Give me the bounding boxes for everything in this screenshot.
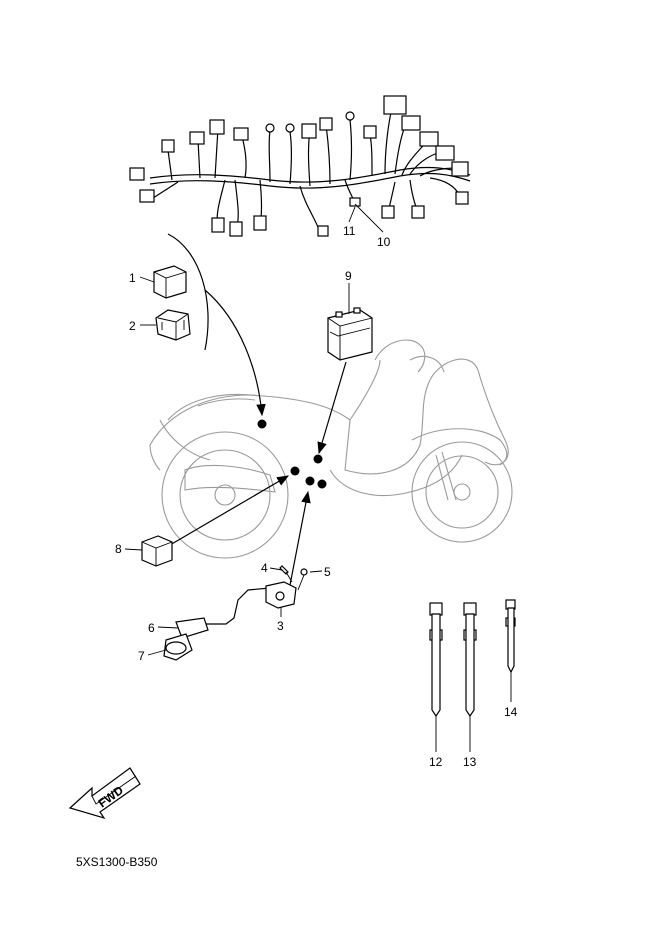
cable-tie-13 (463, 602, 477, 718)
callout-13: 13 (463, 755, 477, 769)
callout-10: 10 (377, 235, 391, 249)
callout-11: 11 (343, 224, 356, 238)
location-arrows (167, 233, 347, 586)
callout-2: 2 (129, 319, 136, 333)
scooter-outline (149, 339, 513, 559)
screw-part (297, 568, 308, 591)
callout-6: 6 (148, 621, 155, 635)
callout-8: 8 (115, 542, 122, 556)
wire-harness (129, 95, 471, 237)
callout-3: 3 (277, 619, 284, 633)
leader-lines (124, 203, 512, 752)
cable-tie-14 (505, 599, 516, 674)
callout-12: 12 (429, 755, 443, 769)
fwd-arrow: FWD (68, 767, 141, 820)
relay-holder-part (155, 309, 191, 341)
callout-4: 4 (261, 561, 268, 575)
ignition-coil-part (163, 581, 297, 661)
callout-7: 7 (138, 649, 145, 663)
battery-part (327, 307, 373, 361)
relay-part (153, 265, 187, 299)
callout-14: 14 (504, 705, 518, 719)
regulator-part (141, 535, 173, 567)
cable-tie-12 (429, 602, 443, 718)
drawing-code: 5XS1300-B350 (76, 855, 158, 869)
callout-1: 1 (129, 271, 136, 285)
callout-5: 5 (324, 565, 331, 579)
callout-9: 9 (345, 269, 352, 283)
callout-labels: 1 2 3 4 5 6 7 8 9 10 11 12 13 14 (115, 224, 518, 769)
bolt-part (279, 565, 293, 583)
